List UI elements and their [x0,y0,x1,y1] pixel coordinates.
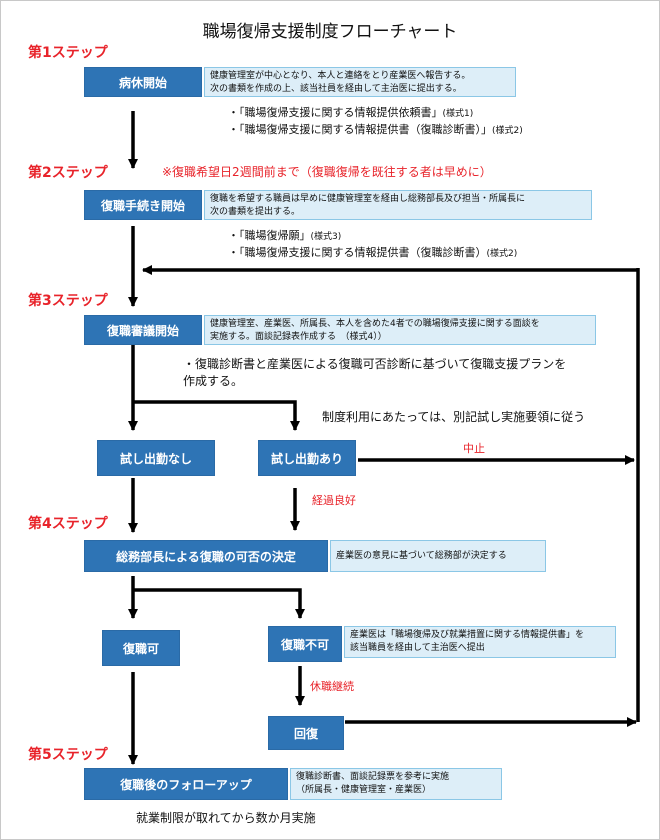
plan-line2: 作成する。 [183,374,244,388]
note-kyushoku: 健康管理室が中心となり、本人と連絡をとり産業医へ報告する。 次の書類を作成の上、… [204,67,516,97]
docs1-line1-form: (様式1) [442,109,474,119]
note-tetsuzuki-line2: 次の書類を提出する。 [210,207,301,217]
box-fukushoku-ka: 復職可 [102,630,180,666]
label-chushi: 中止 [463,442,485,455]
deadline-note: ※復職希望日2週間前まで（復職復帰を既往する者は早めに） [162,165,492,179]
docs2-line1-text: ・「職場復帰願」 [228,229,311,242]
docs1-line2-text: ・「職場復帰支援に関する情報提供書（復職診断書）」 [228,123,492,136]
box-kyushoku-kaishi: 病休開始 [84,67,202,97]
note-shingi-line1: 健康管理室、産業医、所属長、本人を含めた4者での職場復帰支援に関する面談を [210,319,540,329]
note-shingi: 健康管理室、産業医、所属長、本人を含めた4者での職場復帰支援に関する面談を 実施… [204,315,596,345]
box-kaifuku: 回復 [268,716,344,750]
plan-text: ・復職診断書と産業医による復職可否診断に基づいて復職支援プランを 作成する。 [183,356,566,390]
trial-note: 制度利用にあたっては、別記試し実施要領に従う [322,410,586,424]
box-fukushoku-shingi: 復職審議開始 [84,315,202,345]
step-3-label: 第3ステップ [28,293,108,309]
step-1-label: 第1ステップ [28,45,108,61]
box-somu-kettei: 総務部長による復職の可否の決定 [84,540,328,572]
step-4-label: 第4ステップ [28,516,108,532]
note-fuka: 産業医は「職場復帰及び就業措置に関する情報提供書」を 該当職員を経由して主治医へ… [344,626,616,658]
arrow-kettei-to-fuka [133,588,305,619]
docs2-line2-form: (様式2) [486,249,518,259]
note-kyushoku-line2: 次の書類を作成の上、該当社員を経由して主治医に提出する。 [210,84,462,94]
arrow-shingi-to-ari [133,400,300,431]
docs1-line2-form: (様式2) [492,126,523,136]
docs2-line1-form: (様式3) [310,232,342,242]
docs2-line1: ・「職場復帰願」(様式3) [228,228,341,245]
footer-note: 就業制限が取れてから数か月実施 [136,811,316,825]
plan-line1: ・復職診断書と産業医による復職可否診断に基づいて復職支援プランを [183,357,567,371]
docs1-line1: ・「職場復帰支援に関する情報提供依頼書」(様式1) [228,105,473,122]
page-title: 職場復帰支援制度フローチャート [202,22,458,42]
note-fuka-line1: 産業医は「職場復帰及び就業措置に関する情報提供書」を [350,630,585,640]
box-fukushoku-fuka: 復職不可 [268,626,342,662]
note-follow-line1: 復職診断書、面談記録票を参考に実施 [296,772,450,782]
box-follow-up: 復職後のフォローアップ [84,768,288,800]
docs1-line2: ・「職場復帰支援に関する情報提供書（復職診断書）」(様式2) [228,122,523,139]
label-kyushoku-keizoku: 休職継続 [310,680,354,693]
note-shingi-line2: 実施する。面談記録表作成する （様式4）） [210,332,387,342]
note-fuka-line2: 該当職員を経由して主治医へ提出 [350,643,485,653]
note-follow-line2: （所属長・健康管理室・産業医） [296,785,432,795]
docs2-line2-text: ・「職場復帰支援に関する情報提供書（復職診断書） [228,246,487,259]
step-5-label: 第5ステップ [28,747,108,763]
docs1-line1-text: ・「職場復帰支援に関する情報提供依頼書」 [228,106,443,119]
note-kettei: 産業医の意見に基づいて総務部が決定する [330,540,546,572]
step-2-label: 第2ステップ [28,165,108,181]
box-tameshi-ari: 試し出勤あり [258,440,356,476]
note-kyushoku-line1: 健康管理室が中心となり、本人と連絡をとり産業医へ報告する。 [210,71,471,81]
note-follow-up: 復職診断書、面談記録票を参考に実施 （所属長・健康管理室・産業医） [290,768,502,800]
note-tetsuzuki: 復職を希望する職員は早めに健康管理室を経由し総務部長及び担当・所属長に 次の書類… [204,190,592,220]
label-keika-ryoko: 経過良好 [312,494,356,507]
box-tameshi-nashi: 試し出勤なし [97,440,215,476]
docs2-line2: ・「職場復帰支援に関する情報提供書（復職診断書）(様式2) [228,245,517,262]
box-fukushoku-tetsuzuki: 復職手続き開始 [84,190,202,220]
note-tetsuzuki-line1: 復職を希望する職員は早めに健康管理室を経由し総務部長及び担当・所属長に [210,194,526,204]
